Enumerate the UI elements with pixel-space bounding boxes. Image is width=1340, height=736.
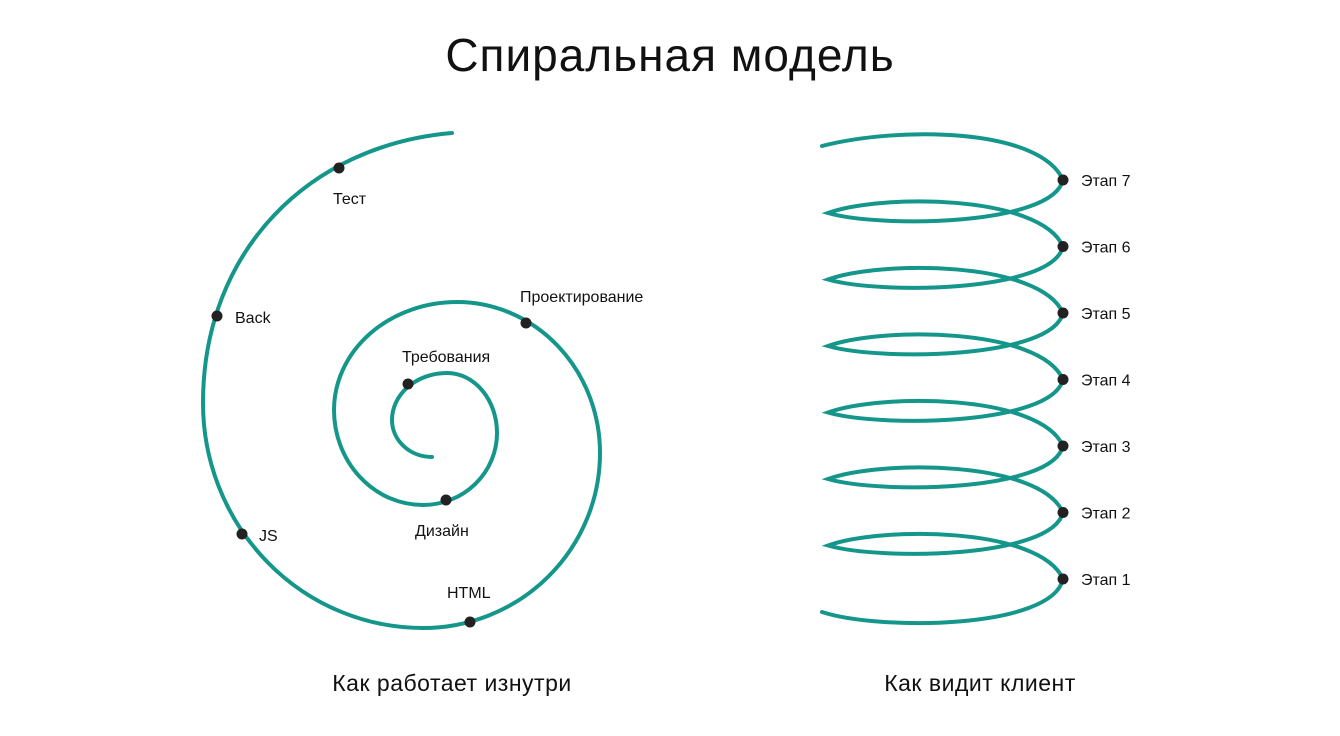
stage-dot [211,310,223,322]
spiral-curve [200,131,603,631]
stage-dot [464,616,476,628]
coil-stage: Этап 6 [1057,240,1131,257]
stage-dot [1057,174,1069,186]
stage-label: Этап 4 [1081,373,1131,390]
stage-dot [333,162,345,174]
stage-label: Этап 2 [1081,506,1131,523]
coil-caption: Как видит клиент [884,670,1076,696]
stage-dot [1057,374,1069,385]
stage-dot [402,378,414,390]
stage-dot [1057,241,1069,252]
coil-stage: Этап 7 [1057,173,1131,190]
stage-label: Back [235,310,272,327]
coil-stage: Этап 3 [1057,439,1131,456]
coil-curve [820,132,1066,626]
stage-label: JS [259,528,278,545]
coil-stage: Этап 5 [1057,306,1131,323]
stage-dot [1057,307,1069,319]
page-title: Спиральная модель [445,29,895,81]
stage-dot [236,528,248,540]
stage-label: Тест [333,191,367,208]
stage-label: Этап 5 [1081,306,1131,323]
stage-dot [1057,440,1069,452]
stage-label: Дизайн [415,523,469,540]
spiral-stages: Требования Дизайн Проектирование HTML JS… [211,162,643,628]
coil-stage: Этап 2 [1057,506,1131,523]
stage-label: Этап 6 [1081,240,1131,257]
coil-stages: Этап 1 Этап 2 Этап 3 Этап 4 Этап 5 Этап … [1057,173,1131,589]
stage-dot [520,317,532,329]
coil-stage: Этап 1 [1057,572,1131,589]
stage-label: Этап 3 [1081,439,1131,456]
coil-stage: Этап 4 [1057,373,1131,390]
stage-label: Требования [402,349,490,366]
stage-dot [440,494,452,506]
stage-label: Этап 7 [1081,173,1131,190]
stage-label: Этап 1 [1081,572,1131,589]
stage-label: HTML [447,585,491,602]
spiral-caption: Как работает изнутри [332,670,572,696]
stage-dot [1057,573,1069,585]
stage-dot [1057,507,1069,518]
stage-label: Проектирование [520,289,643,306]
